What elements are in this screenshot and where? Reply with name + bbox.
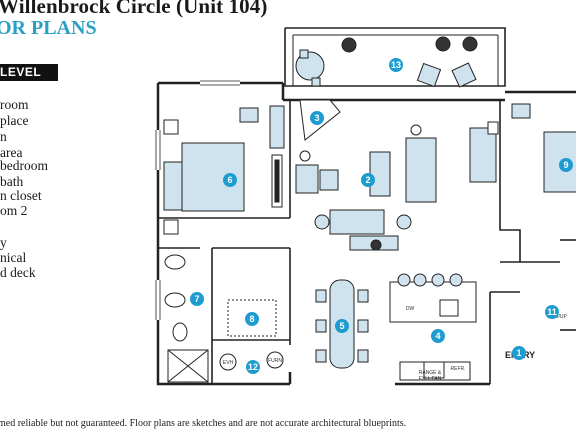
svg-text:5: 5 [339, 321, 344, 331]
evh-label: EVH [223, 360, 234, 366]
legend-item: bath [0, 174, 24, 189]
svg-text:4: 4 [435, 331, 440, 341]
refrigerator-label: REFR. [451, 366, 466, 372]
legend-item: d deck [0, 265, 36, 280]
svg-text:6: 6 [227, 175, 232, 185]
footer-disclaimer: med reliable but not guaranteed. Floor p… [0, 418, 407, 429]
exhaust-fan-label: EXH. FAN [419, 376, 442, 382]
legend-item: room [0, 97, 29, 112]
room-badge-6: 6 [223, 173, 237, 187]
living-room-furniture [295, 99, 499, 251]
room-badge-2: 2 [361, 173, 375, 187]
room-badge-9: 9 [559, 158, 573, 172]
legend-item: om 2 [0, 203, 28, 218]
legend-item: bedroom [0, 158, 48, 173]
dishwasher-label: DW [406, 306, 415, 312]
second-bedroom-furniture [511, 103, 576, 193]
room-badge-3: 3 [310, 111, 324, 125]
main-bedroom-furniture [163, 105, 285, 235]
svg-text:11: 11 [547, 307, 557, 317]
svg-text:3: 3 [314, 113, 319, 123]
mudroom-label: MUD/UP [547, 314, 567, 320]
page-title: Willenbrock Circle (Unit 104) [0, 0, 268, 18]
range-label: RANGE & [419, 370, 442, 376]
level-tag: LEVEL [0, 65, 42, 79]
level-tag-background [0, 64, 58, 81]
room-badge-1: 1 [512, 346, 526, 360]
svg-text:1: 1 [516, 348, 521, 358]
furnace-label: FURN [268, 358, 282, 364]
room-badge-13: 13 [389, 58, 403, 72]
svg-text:2: 2 [365, 175, 370, 185]
svg-text:7: 7 [194, 294, 199, 304]
legend-item: area [0, 145, 23, 160]
room-badge-4: 4 [431, 329, 445, 343]
legend-item: n [0, 129, 7, 144]
room-badge-5: 5 [335, 319, 349, 333]
legend-item: y [0, 235, 7, 250]
svg-text:8: 8 [249, 314, 254, 324]
legend-item: place [0, 113, 29, 128]
room-badge-8: 8 [245, 312, 259, 326]
svg-text:13: 13 [391, 60, 401, 70]
svg-text:12: 12 [248, 362, 258, 372]
room-badge-11: 11 [545, 305, 559, 319]
room-badge-12: 12 [246, 360, 260, 374]
kitchen-dining-furniture [315, 273, 477, 381]
room-badge-7: 7 [190, 292, 204, 306]
legend-item: n closet [0, 188, 42, 203]
svg-text:9: 9 [563, 160, 568, 170]
page-subtitle: OR PLANS [0, 17, 97, 39]
legend-item: nical [0, 250, 27, 265]
bathroom-fixtures [164, 254, 284, 383]
deck-furniture [295, 36, 478, 88]
